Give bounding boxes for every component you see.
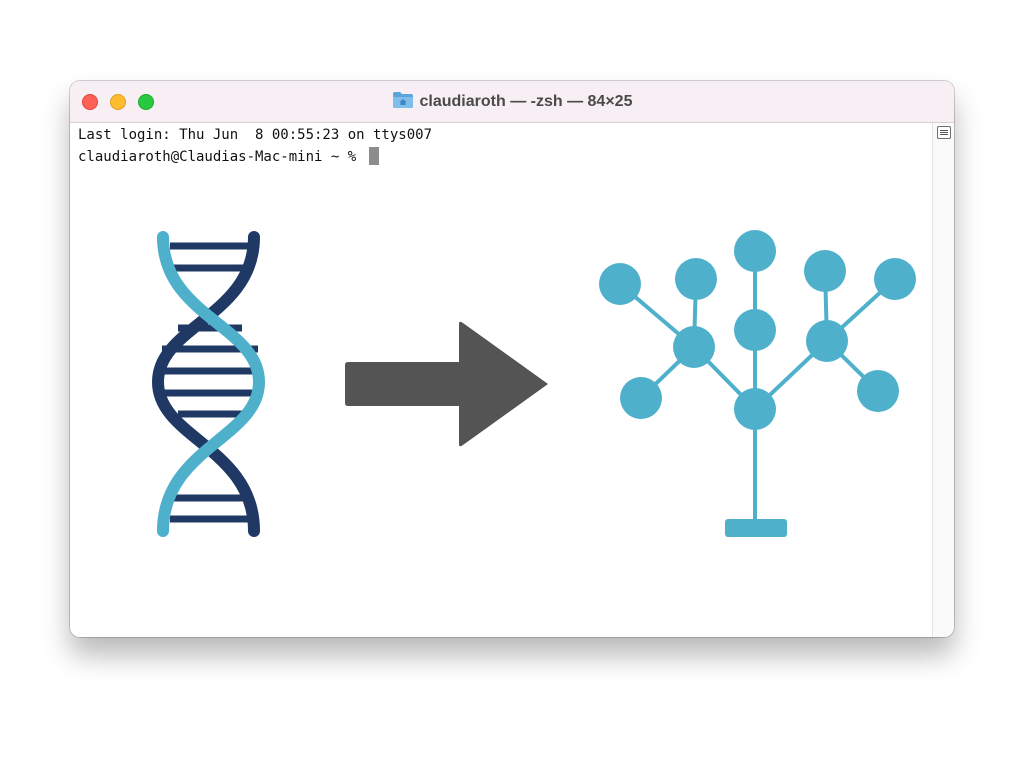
last-login-line: Last login: Thu Jun 8 00:55:23 on ttys00… <box>78 127 433 143</box>
tree-diagram-icon <box>599 230 916 537</box>
text-cursor <box>368 147 379 165</box>
split-pane-icon[interactable] <box>937 126 951 139</box>
window-title-container: claudiaroth — -zsh — 84×25 <box>70 91 954 115</box>
window-title: claudiaroth — -zsh — 84×25 <box>419 93 633 110</box>
scrollbar[interactable] <box>932 123 954 637</box>
title-bar[interactable]: claudiaroth — -zsh — 84×25 <box>70 81 954 123</box>
shell-prompt: claudiaroth@Claudias-Mac-mini ~ % <box>78 149 365 165</box>
terminal-window: claudiaroth — -zsh — 84×25 Last login: T… <box>70 81 954 637</box>
close-button[interactable] <box>82 94 98 110</box>
dna-helix-icon <box>151 231 266 537</box>
prompt-line[interactable]: claudiaroth@Claudias-Mac-mini ~ % <box>78 147 379 166</box>
illustration <box>151 230 916 537</box>
maximize-button[interactable] <box>138 94 154 110</box>
right-arrow-icon <box>345 321 548 447</box>
folder-home-icon <box>392 91 414 115</box>
minimize-button[interactable] <box>110 94 126 110</box>
